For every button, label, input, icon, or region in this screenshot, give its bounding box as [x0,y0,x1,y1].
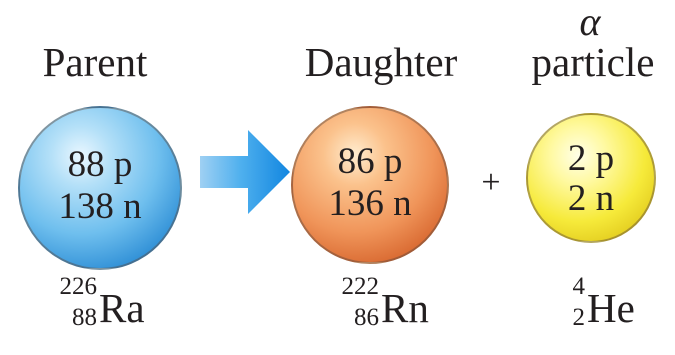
daughter-heading: Daughter [304,39,458,85]
parent-nuclide-symbol: 226 88 Ra [51,266,181,346]
parent-mass-number: 226 [59,273,98,300]
parent-nucleus: 88 p 138 n [18,106,182,270]
daughter-mass-number: 222 [341,273,380,300]
alpha-element: He [587,285,635,331]
alpha-nucleus: 2 p 2 n [526,113,656,243]
alpha-mass-number: 4 [572,273,586,300]
decay-arrow [200,130,290,214]
arrow-shape [200,130,290,214]
daughter-neutrons: 136 n [328,183,412,224]
parent-neutrons: 138 n [58,186,142,227]
plus-sign: + [481,164,501,201]
daughter-protons: 86 p [337,141,403,182]
alpha-nuclide-symbol: 4 2 He [569,266,669,346]
alpha-neutrons: 2 n [567,178,615,219]
daughter-nucleus: 86 p 136 n [291,106,449,264]
alpha-symbol: α [579,0,601,44]
alpha-atomic-number: 2 [572,304,586,331]
daughter-nuclide-symbol: 222 86 Rn [333,266,463,346]
daughter-element: Rn [381,285,429,331]
parent-protons: 88 p [67,144,133,185]
parent-element: Ra [99,285,145,331]
alpha-heading: particle [531,39,655,85]
parent-heading: Parent [42,39,148,85]
parent-atomic-number: 88 [72,304,97,331]
daughter-atomic-number: 86 [354,304,379,331]
alpha-protons: 2 p [567,138,615,179]
